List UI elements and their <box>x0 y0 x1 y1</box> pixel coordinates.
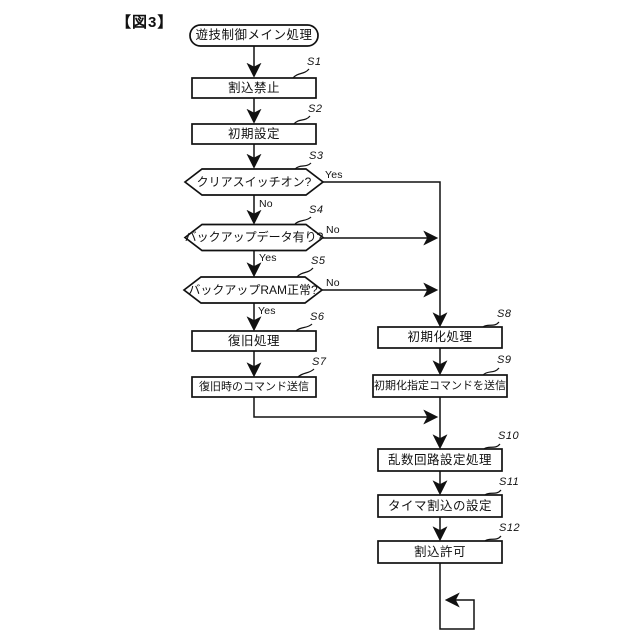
s3-hexagon-shape <box>183 168 325 196</box>
leader-s6 <box>295 323 313 332</box>
edge-label-s3-yes: Yes <box>325 169 343 181</box>
step-s5-ref-label: S5 <box>311 255 326 267</box>
step-s1-ref-label: S1 <box>307 56 322 68</box>
step-s10-node: 乱数回路設定処理 <box>387 452 492 467</box>
s6-box-shape <box>191 330 317 352</box>
step-s7-ref-label: S7 <box>312 356 327 368</box>
s11-box-shape <box>377 494 503 518</box>
edge-s12-main-loop <box>439 563 475 630</box>
step-s11-ref-label: S11 <box>499 476 520 488</box>
start-node: 遊技制御メイン処理 <box>195 28 313 43</box>
step-s2-node: 初期設定 <box>227 126 280 141</box>
s8-box-shape <box>377 326 503 349</box>
node-shapes-group <box>182 24 508 564</box>
s9-box-shape <box>372 374 508 398</box>
edge-label-s4-yes: Yes <box>259 252 277 264</box>
step-s12-ref-label: S12 <box>499 522 521 534</box>
step-s12-node: 割込許可 <box>413 544 466 559</box>
step-s7-node: 復旧時のコマンド送信 <box>199 380 309 393</box>
s1-box-shape <box>191 77 317 99</box>
leader-s7 <box>297 368 315 378</box>
leader-s2 <box>293 115 311 125</box>
leader-s3 <box>294 162 312 170</box>
leader-s1 <box>292 68 310 79</box>
s7-box-shape <box>191 376 317 398</box>
leader-s4 <box>294 216 312 225</box>
step-s4-ref-label: S4 <box>309 204 324 216</box>
leader-s9 <box>482 367 500 376</box>
edge-label-s4-no: No <box>326 224 340 236</box>
edge-label-s5-yes: Yes <box>258 305 276 317</box>
edge-label-s3-no: No <box>259 198 273 210</box>
edge-s3-s8-yes <box>323 181 448 328</box>
s4-hexagon-shape <box>183 223 325 252</box>
step-leader-group <box>292 68 502 542</box>
step-s5-node: バックアップRAM正常? <box>188 283 318 297</box>
s12-box-shape <box>377 540 503 564</box>
edge-label-s5-no: No <box>326 277 340 289</box>
step-s4-node: バックアップデータ有り? <box>184 230 324 244</box>
step-s3-node: クリアスイッチオン? <box>196 175 312 189</box>
step-s11-node: タイマ割込の設定 <box>387 498 492 513</box>
step-s1-node: 割込禁止 <box>227 80 280 95</box>
step-s10-ref-label: S10 <box>498 430 520 442</box>
step-s6-ref-label: S6 <box>310 311 325 323</box>
step-s6-node: 復旧処理 <box>227 333 280 348</box>
s10-box-shape <box>377 448 503 472</box>
s5-hexagon-shape <box>182 276 324 304</box>
step-s8-node: 初期化処理 <box>407 330 473 345</box>
edges-group <box>246 45 475 630</box>
step-s9-node: 初期化指定コマンドを送信 <box>374 379 506 392</box>
figure-title: 【図3】 <box>116 14 174 31</box>
s2-box-shape <box>191 123 317 145</box>
start-terminator-shape <box>189 24 319 47</box>
edge-s7-merge <box>253 397 439 425</box>
step-s2-ref-label: S2 <box>308 103 323 115</box>
leader-s5 <box>296 267 314 278</box>
step-s3-ref-label: S3 <box>309 150 324 162</box>
step-s9-ref-label: S9 <box>497 354 512 366</box>
step-s8-ref-label: S8 <box>497 308 512 320</box>
